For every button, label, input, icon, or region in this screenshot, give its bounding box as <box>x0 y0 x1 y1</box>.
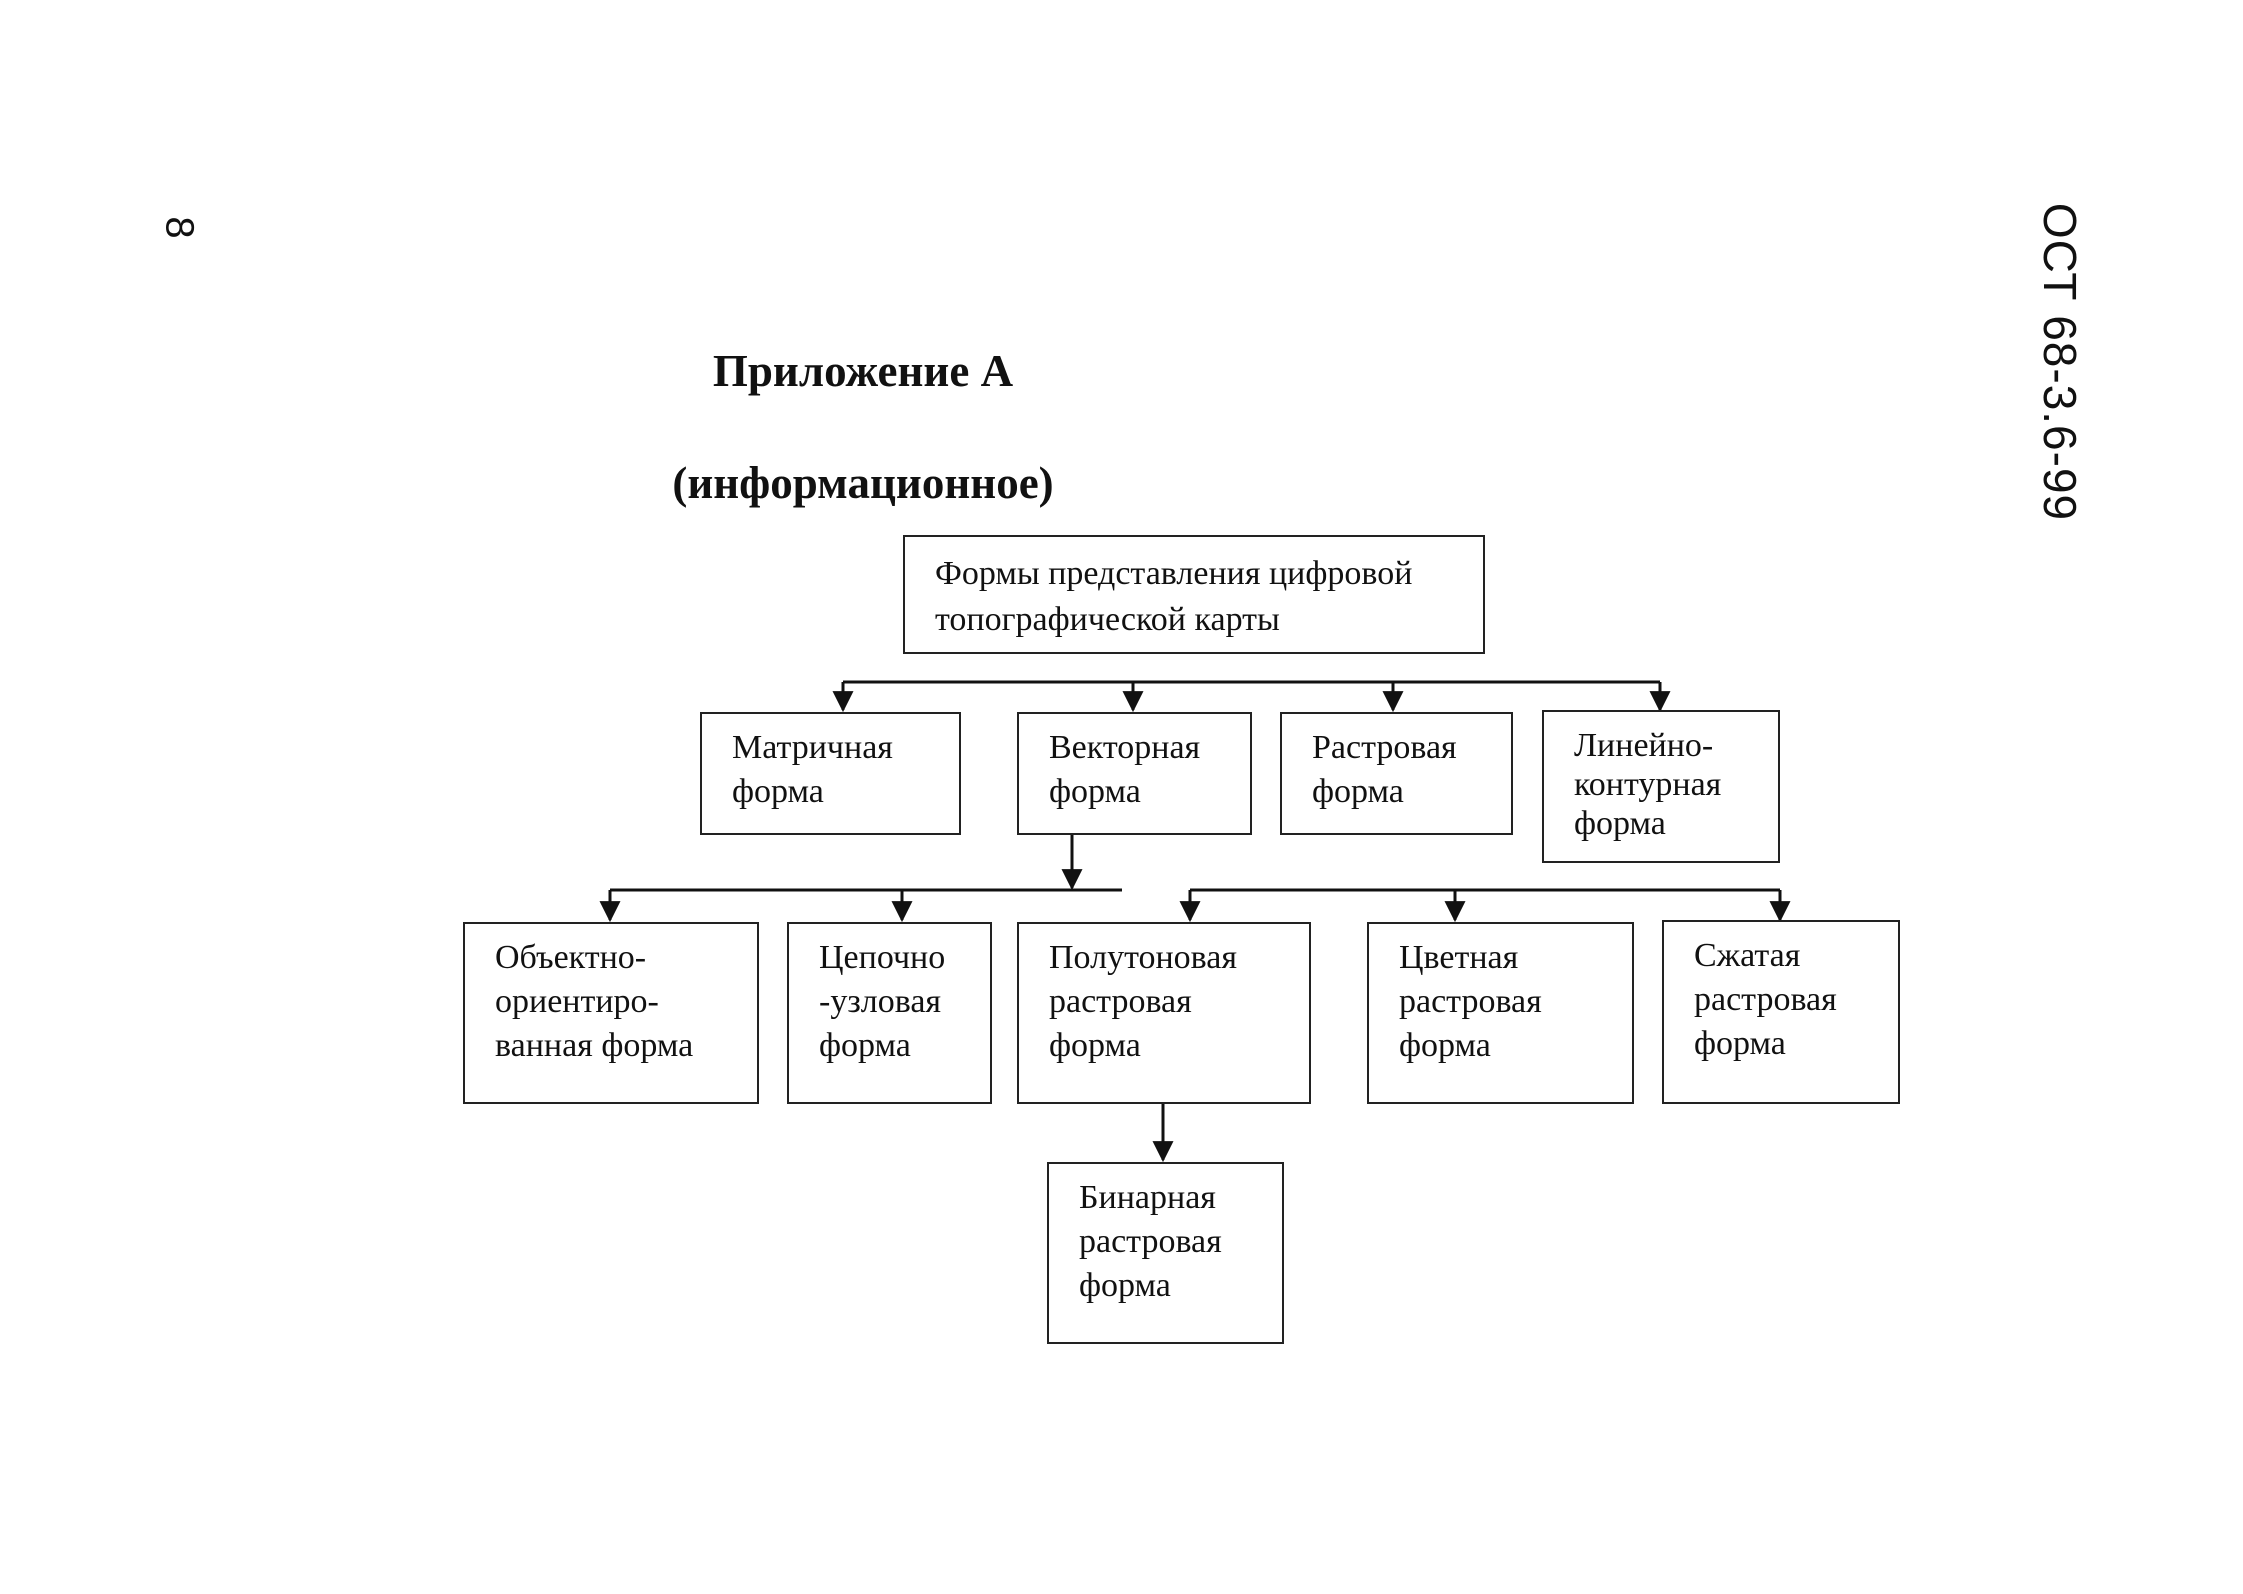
binary-raster-form-box: Бинарная растровая форма <box>1047 1162 1284 1344</box>
compressed-raster-form-box: Сжатая растровая форма <box>1662 920 1900 1104</box>
appendix-title: Приложение А <box>712 346 1014 396</box>
chain-node-form-box: Цепочно -узловая форма <box>787 922 992 1104</box>
color-raster-form-box: Цветная растровая форма <box>1367 922 1634 1104</box>
root-box: Формы представления цифровой топографиче… <box>903 535 1485 654</box>
raster-form-box: Растровая форма <box>1280 712 1513 835</box>
matrix-form-box: Матричная форма <box>700 712 961 835</box>
appendix-subtitle: (информационное) <box>672 458 1054 508</box>
halftone-raster-form-box: Полутоновая растровая форма <box>1017 922 1311 1104</box>
object-oriented-form-box: Объектно- ориентиро- ванная форма <box>463 922 759 1104</box>
line-contour-form-box: Линейно- контурная форма <box>1542 710 1780 863</box>
vector-form-box: Векторная форма <box>1017 712 1252 835</box>
